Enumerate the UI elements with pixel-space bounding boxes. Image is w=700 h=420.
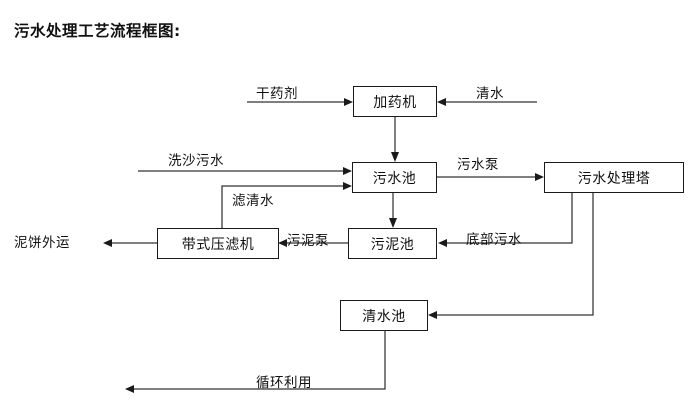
- page-title: 污水处理工艺流程框图:: [14, 22, 181, 40]
- arrowhead-mud-cake: [103, 239, 112, 247]
- arrowhead-sand-wash: [343, 167, 352, 175]
- terminal-label-mud-cake-out: 泥饼外运: [14, 235, 70, 251]
- arrowhead-sludge-pump: [278, 239, 287, 247]
- arrowhead-dry-agent: [344, 98, 353, 106]
- terminal-label-clean-water: 清水: [476, 86, 504, 102]
- node-clear-water-pool[interactable]: 清水池: [340, 300, 428, 331]
- arrowhead-bottom-sewage: [438, 239, 447, 247]
- edge-filtered-water-to-sewage-pool: [221, 185, 348, 228]
- edge-label-bottom-sewage: 底部污水: [466, 232, 522, 248]
- node-belt-filter-press[interactable]: 带式压滤机: [157, 228, 279, 259]
- node-sewage-pool[interactable]: 污水池: [352, 162, 437, 193]
- node-label-belt-filter-press: 带式压滤机: [181, 236, 255, 253]
- edge-tower-to-clear-water-pool: [432, 193, 594, 316]
- edge-label-filtered-clear-water: 滤清水: [232, 193, 274, 209]
- node-label-sludge-pool: 污泥池: [370, 236, 415, 253]
- edge-clear-water-recycle: [129, 330, 386, 390]
- arrowhead-recycle: [125, 385, 134, 393]
- node-label-sewage-pool: 污水池: [372, 170, 417, 187]
- edge-label-sewage-pump: 污水泵: [457, 157, 499, 173]
- node-dosing-machine[interactable]: 加药机: [353, 86, 437, 117]
- arrowhead-sewage-pump: [535, 173, 544, 181]
- arrowhead-clean-water: [437, 98, 446, 106]
- node-treatment-tower[interactable]: 污水处理塔: [544, 162, 684, 193]
- arrowhead-dosing-to-sewage-pool: [391, 152, 399, 162]
- node-label-treatment-tower: 污水处理塔: [577, 170, 651, 187]
- arrowhead-sewage-to-sludge: [389, 218, 397, 228]
- edge-label-sludge-pump: 污泥泵: [287, 233, 329, 249]
- terminal-label-sand-wash-sewage: 洗沙污水: [168, 153, 224, 169]
- terminal-label-dry-agent: 干药剂: [256, 86, 298, 102]
- node-sludge-pool[interactable]: 污泥池: [348, 228, 437, 259]
- node-label-clear-water-pool: 清水池: [362, 308, 406, 325]
- node-label-dosing-machine: 加药机: [373, 94, 417, 111]
- arrowhead-tower-to-clear-water: [428, 311, 437, 319]
- edge-label-recycle-reuse: 循环利用: [256, 375, 312, 391]
- edge-tower-bottom-sewage-to-sludge-pool: [442, 193, 573, 244]
- arrowhead-filtered-water: [343, 182, 352, 190]
